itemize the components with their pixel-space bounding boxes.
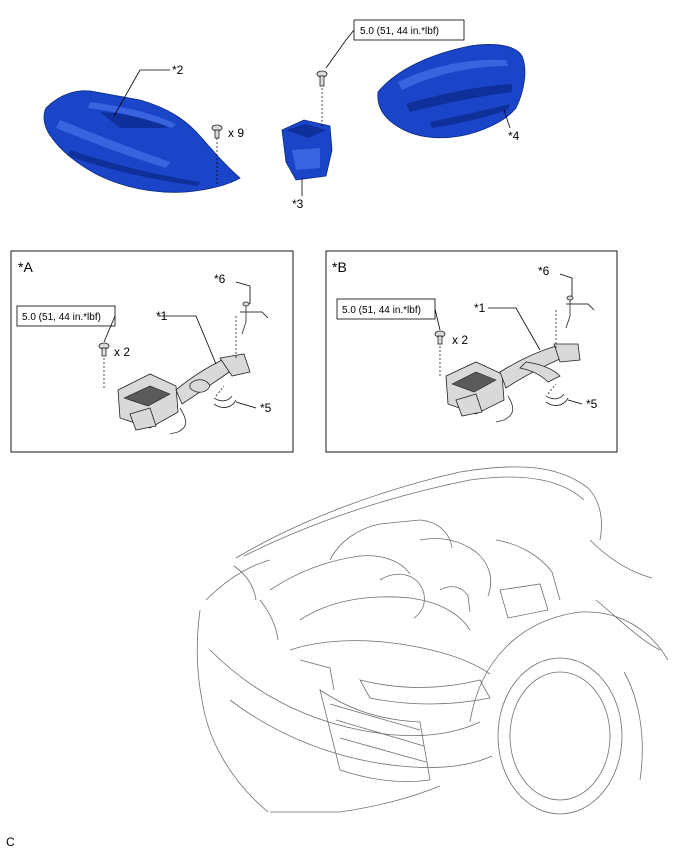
callout-3: *3 xyxy=(292,197,304,211)
air-cleaner-b xyxy=(445,343,581,423)
part-6-a xyxy=(240,301,269,335)
leader-5a xyxy=(235,401,257,409)
leader-2 xyxy=(113,69,141,117)
bolt-icon-b xyxy=(434,330,446,345)
callout-6b: *6 xyxy=(538,264,550,278)
leader-6b xyxy=(559,273,573,296)
clip-icon xyxy=(211,124,223,139)
panel-a-label: *A xyxy=(18,259,33,275)
leader-1a xyxy=(158,315,217,365)
clip-quantity: x 9 xyxy=(228,126,244,140)
part-5-b xyxy=(545,383,569,406)
torque-top: 5.0 (51, 44 in.*lbf) xyxy=(360,26,439,37)
bolt-quantity-a: x 2 xyxy=(114,345,130,359)
callout-1a: *1 xyxy=(156,309,168,323)
callout-5b: *5 xyxy=(586,397,598,411)
callout-1b: *1 xyxy=(474,301,486,315)
callout-6a: *6 xyxy=(214,272,226,286)
leader-5b xyxy=(567,399,583,405)
leader-torque-top-b xyxy=(345,29,355,41)
bolt-icon-top xyxy=(316,70,328,87)
part-4-engine-cover xyxy=(377,44,526,139)
panel-a-frame xyxy=(10,250,294,453)
bolt-icon-a xyxy=(98,342,110,357)
part-2-cover xyxy=(43,90,241,193)
callout-2: *2 xyxy=(172,63,184,77)
torque-a: 5.0 (51, 44 in.*lbf) xyxy=(22,312,101,323)
callout-4: *4 xyxy=(508,129,520,143)
leader-torque-b xyxy=(434,308,441,331)
part-3-duct xyxy=(281,119,333,181)
leader-4 xyxy=(503,109,511,129)
panel-b-frame xyxy=(325,250,618,453)
figure-code: C xyxy=(6,835,15,849)
torque-b: 5.0 (51, 44 in.*lbf) xyxy=(342,305,421,316)
panel-b-label: *B xyxy=(332,259,347,275)
part-6-b xyxy=(565,295,595,329)
air-cleaner-a xyxy=(117,353,251,435)
leader-1b xyxy=(488,307,541,351)
callout-5a: *5 xyxy=(260,401,272,415)
vehicle-outline xyxy=(196,466,669,815)
part-5-a xyxy=(213,385,237,408)
leader-torque-top xyxy=(325,39,347,69)
bolt-quantity-b: x 2 xyxy=(452,333,468,347)
leader-6a xyxy=(235,281,251,304)
leader-torque-a xyxy=(103,315,116,343)
